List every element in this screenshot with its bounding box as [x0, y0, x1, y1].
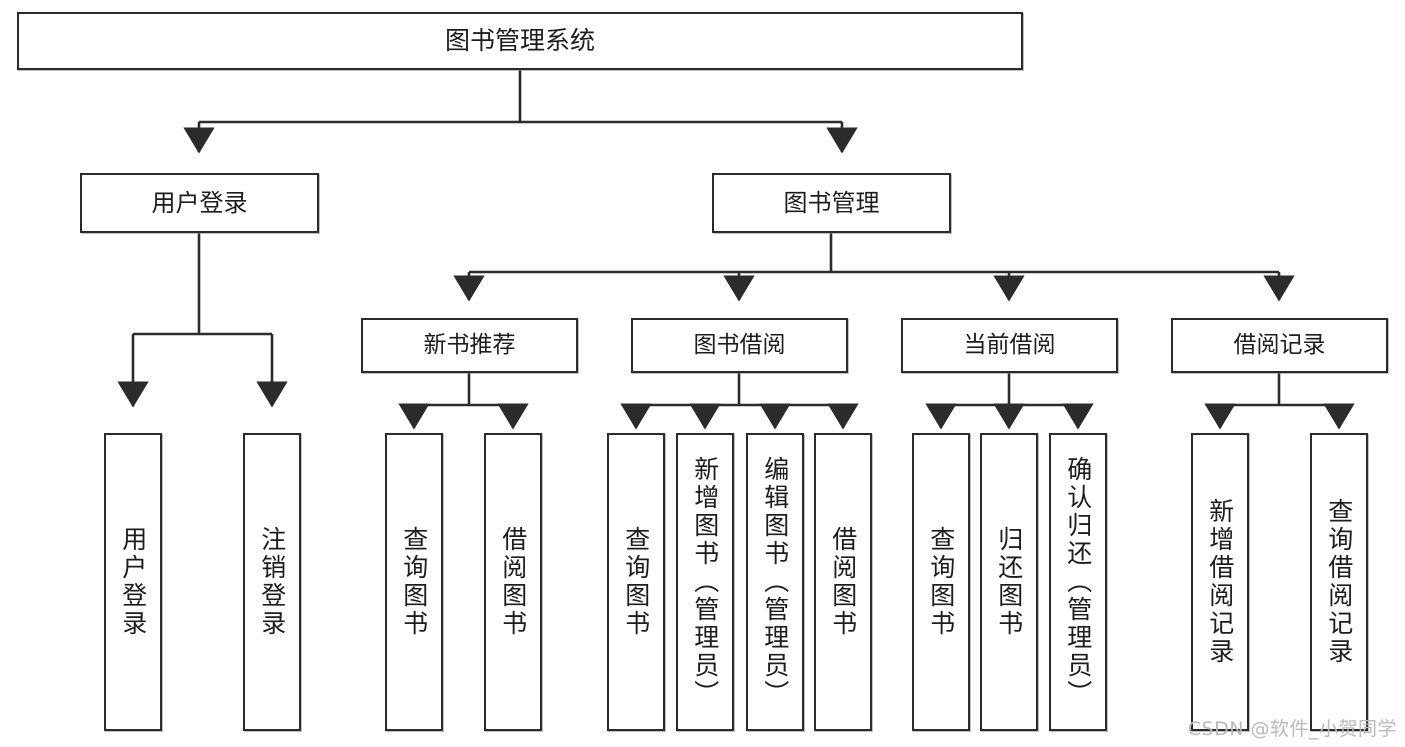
node-root[interactable]: 图书管理系统 [17, 12, 1023, 70]
node-leaf-query-book-2-label: 查询图书 [621, 526, 651, 638]
node-leaf-query-record[interactable]: 查询借阅记录 [1310, 433, 1368, 731]
node-new-book-rec[interactable]: 新书推荐 [361, 318, 578, 373]
node-book-manage-label: 图书管理 [783, 188, 880, 217]
node-user-login-label: 用户登录 [151, 188, 248, 217]
node-leaf-confirm-return-label: 确认归还（管理员） [1063, 456, 1093, 708]
node-borrow-record[interactable]: 借阅记录 [1171, 318, 1388, 373]
node-leaf-confirm-return[interactable]: 确认归还（管理员） [1049, 433, 1107, 731]
node-leaf-query-book-1-label: 查询图书 [399, 526, 429, 638]
node-borrow-record-label: 借阅记录 [1233, 331, 1326, 358]
node-leaf-query-book-3-label: 查询图书 [926, 526, 956, 638]
node-leaf-borrow-book-2[interactable]: 借阅图书 [814, 433, 872, 731]
node-current-borrow-label: 当前借阅 [963, 331, 1056, 358]
node-leaf-user-login-label: 用户登录 [118, 526, 148, 638]
node-leaf-add-record-label: 新增借阅记录 [1205, 498, 1235, 666]
node-leaf-borrow-book-1[interactable]: 借阅图书 [484, 433, 542, 731]
node-leaf-add-book[interactable]: 新增图书（管理员） [676, 433, 734, 731]
node-current-borrow[interactable]: 当前借阅 [901, 318, 1118, 373]
node-leaf-add-book-label: 新增图书（管理员） [690, 456, 720, 708]
node-user-login[interactable]: 用户登录 [80, 173, 319, 233]
node-leaf-borrow-book-1-label: 借阅图书 [498, 526, 528, 638]
node-leaf-return-book[interactable]: 归还图书 [980, 433, 1038, 731]
node-book-borrow-label: 图书借阅 [693, 331, 786, 358]
node-new-book-rec-label: 新书推荐 [423, 331, 516, 358]
node-book-borrow[interactable]: 图书借阅 [631, 318, 848, 373]
node-leaf-query-record-label: 查询借阅记录 [1324, 498, 1354, 666]
node-leaf-borrow-book-2-label: 借阅图书 [828, 526, 858, 638]
csdn-watermark: CSDN @软件_小贺同学 [1187, 718, 1397, 740]
node-leaf-logout-login[interactable]: 注销登录 [243, 433, 301, 731]
node-leaf-return-book-label: 归还图书 [994, 526, 1024, 638]
node-book-manage[interactable]: 图书管理 [712, 173, 951, 233]
node-root-label: 图书管理系统 [444, 26, 595, 56]
node-leaf-query-book-3[interactable]: 查询图书 [912, 433, 970, 731]
node-leaf-query-book-1[interactable]: 查询图书 [385, 433, 443, 731]
node-leaf-edit-book[interactable]: 编辑图书（管理员） [746, 433, 804, 731]
node-leaf-add-record[interactable]: 新增借阅记录 [1191, 433, 1249, 731]
node-leaf-user-login[interactable]: 用户登录 [104, 433, 162, 731]
node-leaf-logout-login-label: 注销登录 [257, 526, 287, 638]
node-leaf-query-book-2[interactable]: 查询图书 [607, 433, 665, 731]
node-leaf-edit-book-label: 编辑图书（管理员） [760, 456, 790, 708]
